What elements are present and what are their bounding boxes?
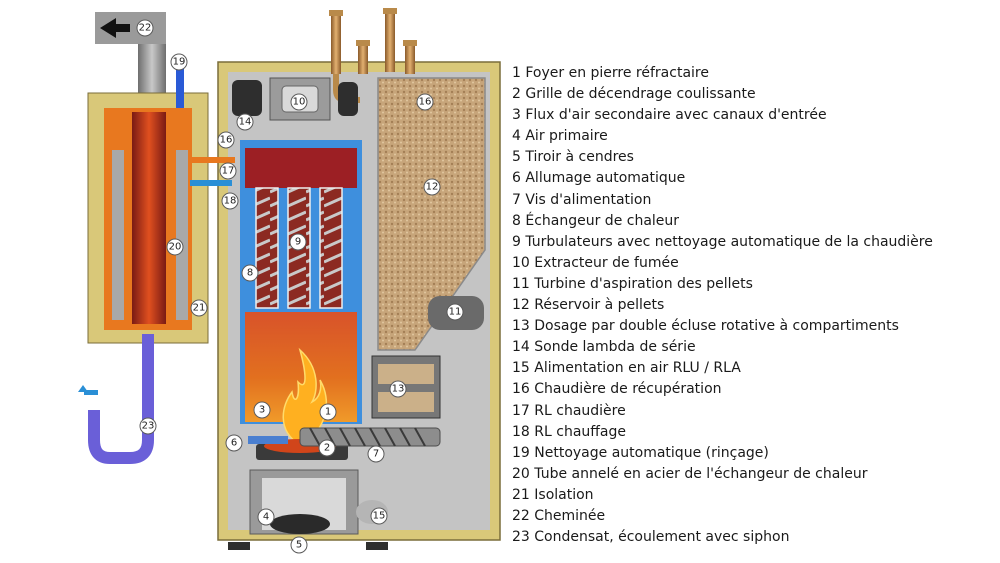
- svg-text:19: 19: [173, 57, 186, 68]
- callout-6: 6: [225, 434, 243, 452]
- double-rotary-valve: [371, 355, 441, 419]
- callout-8: 8: [241, 264, 259, 282]
- callout-18: 18: [221, 192, 239, 210]
- svg-text:6: 6: [231, 438, 237, 449]
- callout-17: 17: [219, 162, 237, 180]
- callout-15: 15: [370, 507, 388, 525]
- callout-2: 2: [318, 439, 336, 457]
- svg-text:2: 2: [324, 443, 330, 454]
- legend-item: 8 Échangeur de chaleur: [512, 212, 680, 229]
- callout-23: 23: [139, 417, 157, 435]
- callout-20: 20: [166, 238, 184, 256]
- legend-item: 17 RL chaudière: [512, 402, 626, 419]
- legend-item: 16 Chaudière de récupération: [512, 381, 722, 398]
- svg-text:5: 5: [296, 540, 302, 551]
- legend-item: 10 Extracteur de fumée: [512, 254, 679, 271]
- callout-7: 7: [367, 445, 385, 463]
- svg-text:1: 1: [325, 407, 331, 418]
- legend-item: 9 Turbulateurs avec nettoyage automatiqu…: [512, 233, 933, 250]
- callout-1: 1: [319, 403, 337, 421]
- legend-item: 5 Tiroir à cendres: [512, 149, 634, 166]
- legend-item: 18 RL chauffage: [512, 423, 626, 440]
- legend-item: 15 Alimentation en air RLU / RLA: [512, 360, 741, 377]
- legend-item: 21 Isolation: [512, 486, 594, 503]
- svg-text:15: 15: [373, 511, 386, 522]
- legend-item: 13 Dosage par double écluse rotative à c…: [512, 318, 899, 335]
- condensate-siphon: [88, 334, 154, 464]
- svg-text:11: 11: [449, 307, 462, 318]
- smoke-extractor-fan: [232, 77, 358, 121]
- legend-item: 1 Foyer en pierre réfractaire: [512, 65, 709, 81]
- callout-4: 4: [257, 508, 275, 526]
- svg-text:16: 16: [220, 135, 233, 146]
- callout-12: 12: [423, 178, 441, 196]
- svg-text:7: 7: [373, 449, 379, 460]
- svg-text:8: 8: [247, 268, 253, 279]
- flue-gas-chamber: [245, 148, 357, 188]
- svg-text:10: 10: [293, 97, 306, 108]
- recovery-boiler: [78, 12, 235, 464]
- svg-text:4: 4: [263, 512, 269, 523]
- svg-text:21: 21: [193, 303, 206, 314]
- legend-list: 1 Foyer en pierre réfractaire 2 Grille d…: [512, 63, 992, 548]
- legend-item: 11 Turbine d'aspiration des pellets: [512, 275, 753, 292]
- callout-19: 19: [170, 53, 188, 71]
- svg-text:12: 12: [426, 182, 439, 193]
- svg-text:17: 17: [222, 166, 235, 177]
- legend-item: 3 Flux d'air secondaire avec canaux d'en…: [512, 107, 827, 124]
- legend-item: 6 Allumage automatique: [512, 170, 686, 187]
- flame: [282, 347, 328, 446]
- callout-21: 21: [190, 299, 208, 317]
- svg-text:13: 13: [392, 384, 405, 395]
- callout-16-recovery: 16: [217, 131, 235, 149]
- corrugated-heat-exchanger-tubes: [112, 150, 188, 320]
- svg-text:22: 22: [139, 23, 152, 34]
- legend-item: 4 Air primaire: [512, 128, 608, 145]
- legend-item: 14 Sonde lambda de série: [512, 339, 696, 356]
- svg-text:18: 18: [224, 196, 237, 207]
- recovery-central-flue: [132, 112, 166, 324]
- automatic-ignition: [248, 436, 288, 444]
- callout-14: 14: [236, 113, 254, 131]
- main-boiler: [217, 8, 501, 550]
- callout-3: 3: [253, 401, 271, 419]
- svg-text:20: 20: [169, 242, 182, 253]
- callout-13: 13: [389, 380, 407, 398]
- svg-text:9: 9: [295, 237, 301, 248]
- svg-text:14: 14: [239, 117, 252, 128]
- svg-text:16: 16: [419, 97, 432, 108]
- callout-5: 5: [290, 536, 308, 554]
- callout-22: 22: [136, 19, 154, 37]
- svg-text:3: 3: [259, 405, 265, 416]
- callout-10: 10: [290, 93, 308, 111]
- legend-item: 12 Réservoir à pellets: [512, 297, 665, 314]
- legend-item: 23 Condensat, écoulement avec siphon: [512, 529, 790, 546]
- legend-item: 2 Grille de décendrage coulissante: [512, 86, 756, 103]
- flushing-valve: [176, 68, 184, 108]
- callout-9: 9: [289, 233, 307, 251]
- callout-11: 11: [446, 303, 464, 321]
- feed-auger: [299, 427, 441, 447]
- callout-16: 16: [416, 93, 434, 111]
- legend-item: 19 Nettoyage automatique (rinçage): [512, 444, 769, 461]
- legend-item: 20 Tube annelé en acier de l'échangeur d…: [512, 465, 868, 482]
- chimney: [138, 40, 166, 100]
- legend-item: 7 Vis d'alimentation: [512, 191, 652, 208]
- legend-item: 22 Cheminée: [512, 507, 606, 524]
- svg-text:23: 23: [142, 421, 155, 432]
